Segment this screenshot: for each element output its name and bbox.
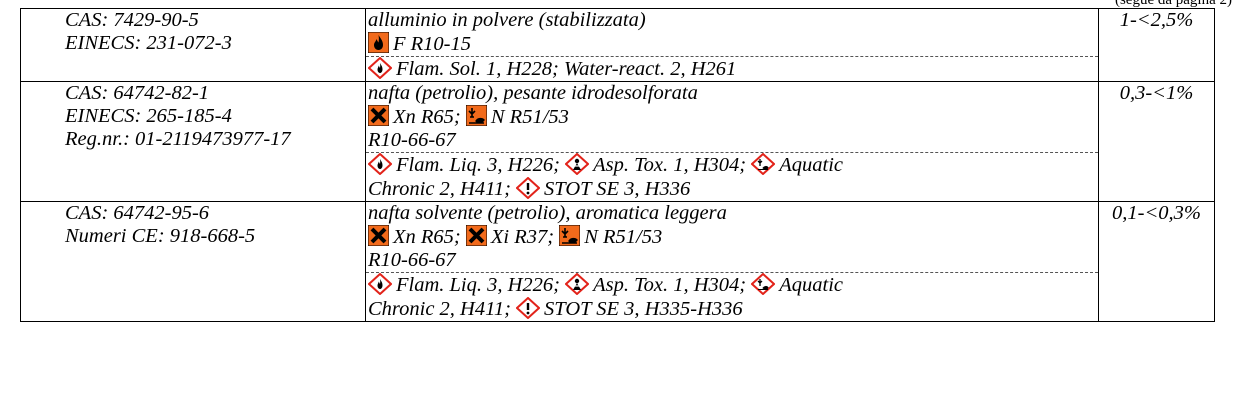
identifiers-cell: CAS: 7429-90-5 EINECS: 231-072-3 <box>20 8 366 82</box>
ghs-health-hazard-icon <box>565 153 590 175</box>
concentration-cell: 0,1-<0,3% <box>1098 201 1215 322</box>
clp-classification: Flam. Liq. 3, H226; Asp. Tox. 1, H304; A… <box>366 272 1098 321</box>
environment-icon <box>465 105 487 126</box>
continuation-note: (segue da pagina 2) <box>1114 0 1232 8</box>
irritant-cross-icon <box>465 225 487 246</box>
substance-name: nafta solvente (petrolio), aromatica leg… <box>368 202 727 224</box>
einecs-number: EINECS: 265-185-4 <box>65 105 232 127</box>
ec-number: Numeri CE: 918-668-5 <box>65 225 256 247</box>
cas-number: CAS: 64742-95-6 <box>65 202 210 224</box>
environment-icon <box>559 225 581 246</box>
dsd-risk-phrases: R10-66-67 <box>368 129 456 151</box>
registration-number: Reg.nr.: 01-2119473977-17 <box>65 128 291 150</box>
dsd-risk-phrases: R10-66-67 <box>368 249 456 271</box>
substance-cell: alluminio in polvere (stabilizzata) F R1… <box>365 8 1099 82</box>
cas-number: CAS: 64742-82-1 <box>65 82 210 104</box>
dsd-classification: F R10-15 <box>368 32 1098 56</box>
substance-name: nafta (petrolio), pesante idrodesolforat… <box>368 82 698 104</box>
clp-classification: Flam. Liq. 3, H226; Asp. Tox. 1, H304; A… <box>366 152 1098 201</box>
dsd-classification: Xn R65; Xi R37; N R51/53 <box>368 225 1098 249</box>
composition-table: CAS: 7429-90-5 EINECS: 231-072-3 allumin… <box>20 8 1215 322</box>
ghs-flame-icon <box>368 273 392 295</box>
substance-name: alluminio in polvere (stabilizzata) <box>368 9 646 31</box>
substance-cell: nafta (petrolio), pesante idrodesolforat… <box>365 81 1099 202</box>
table-row: CAS: 64742-82-1 EINECS: 265-185-4 Reg.nr… <box>20 81 1215 202</box>
ghs-environment-icon <box>751 273 776 295</box>
ghs-flame-icon <box>368 57 392 79</box>
table-row: CAS: 64742-95-6 Numeri CE: 918-668-5 naf… <box>20 201 1215 322</box>
cas-number: CAS: 7429-90-5 <box>65 9 199 31</box>
table-row: CAS: 7429-90-5 EINECS: 231-072-3 allumin… <box>20 8 1215 82</box>
identifiers-cell: CAS: 64742-82-1 EINECS: 265-185-4 Reg.nr… <box>20 81 366 202</box>
harmful-cross-icon <box>368 225 389 246</box>
flame-icon <box>368 32 389 53</box>
clp-classification: Flam. Sol. 1, H228; Water-react. 2, H261 <box>366 56 1098 81</box>
identifiers-cell: CAS: 64742-95-6 Numeri CE: 918-668-5 <box>20 201 366 322</box>
harmful-cross-icon <box>368 105 389 126</box>
ghs-flame-icon <box>368 153 392 175</box>
ghs-health-hazard-icon <box>565 273 590 295</box>
einecs-number: EINECS: 231-072-3 <box>65 32 232 54</box>
dsd-classification: Xn R65; N R51/53 <box>368 105 1098 129</box>
concentration-cell: 0,3-<1% <box>1098 81 1215 202</box>
ghs-exclamation-icon <box>516 177 541 199</box>
substance-cell: nafta solvente (petrolio), aromatica leg… <box>365 201 1099 322</box>
ghs-exclamation-icon <box>516 297 541 319</box>
ghs-environment-icon <box>751 153 776 175</box>
concentration-cell: 1-<2,5% <box>1098 8 1215 82</box>
